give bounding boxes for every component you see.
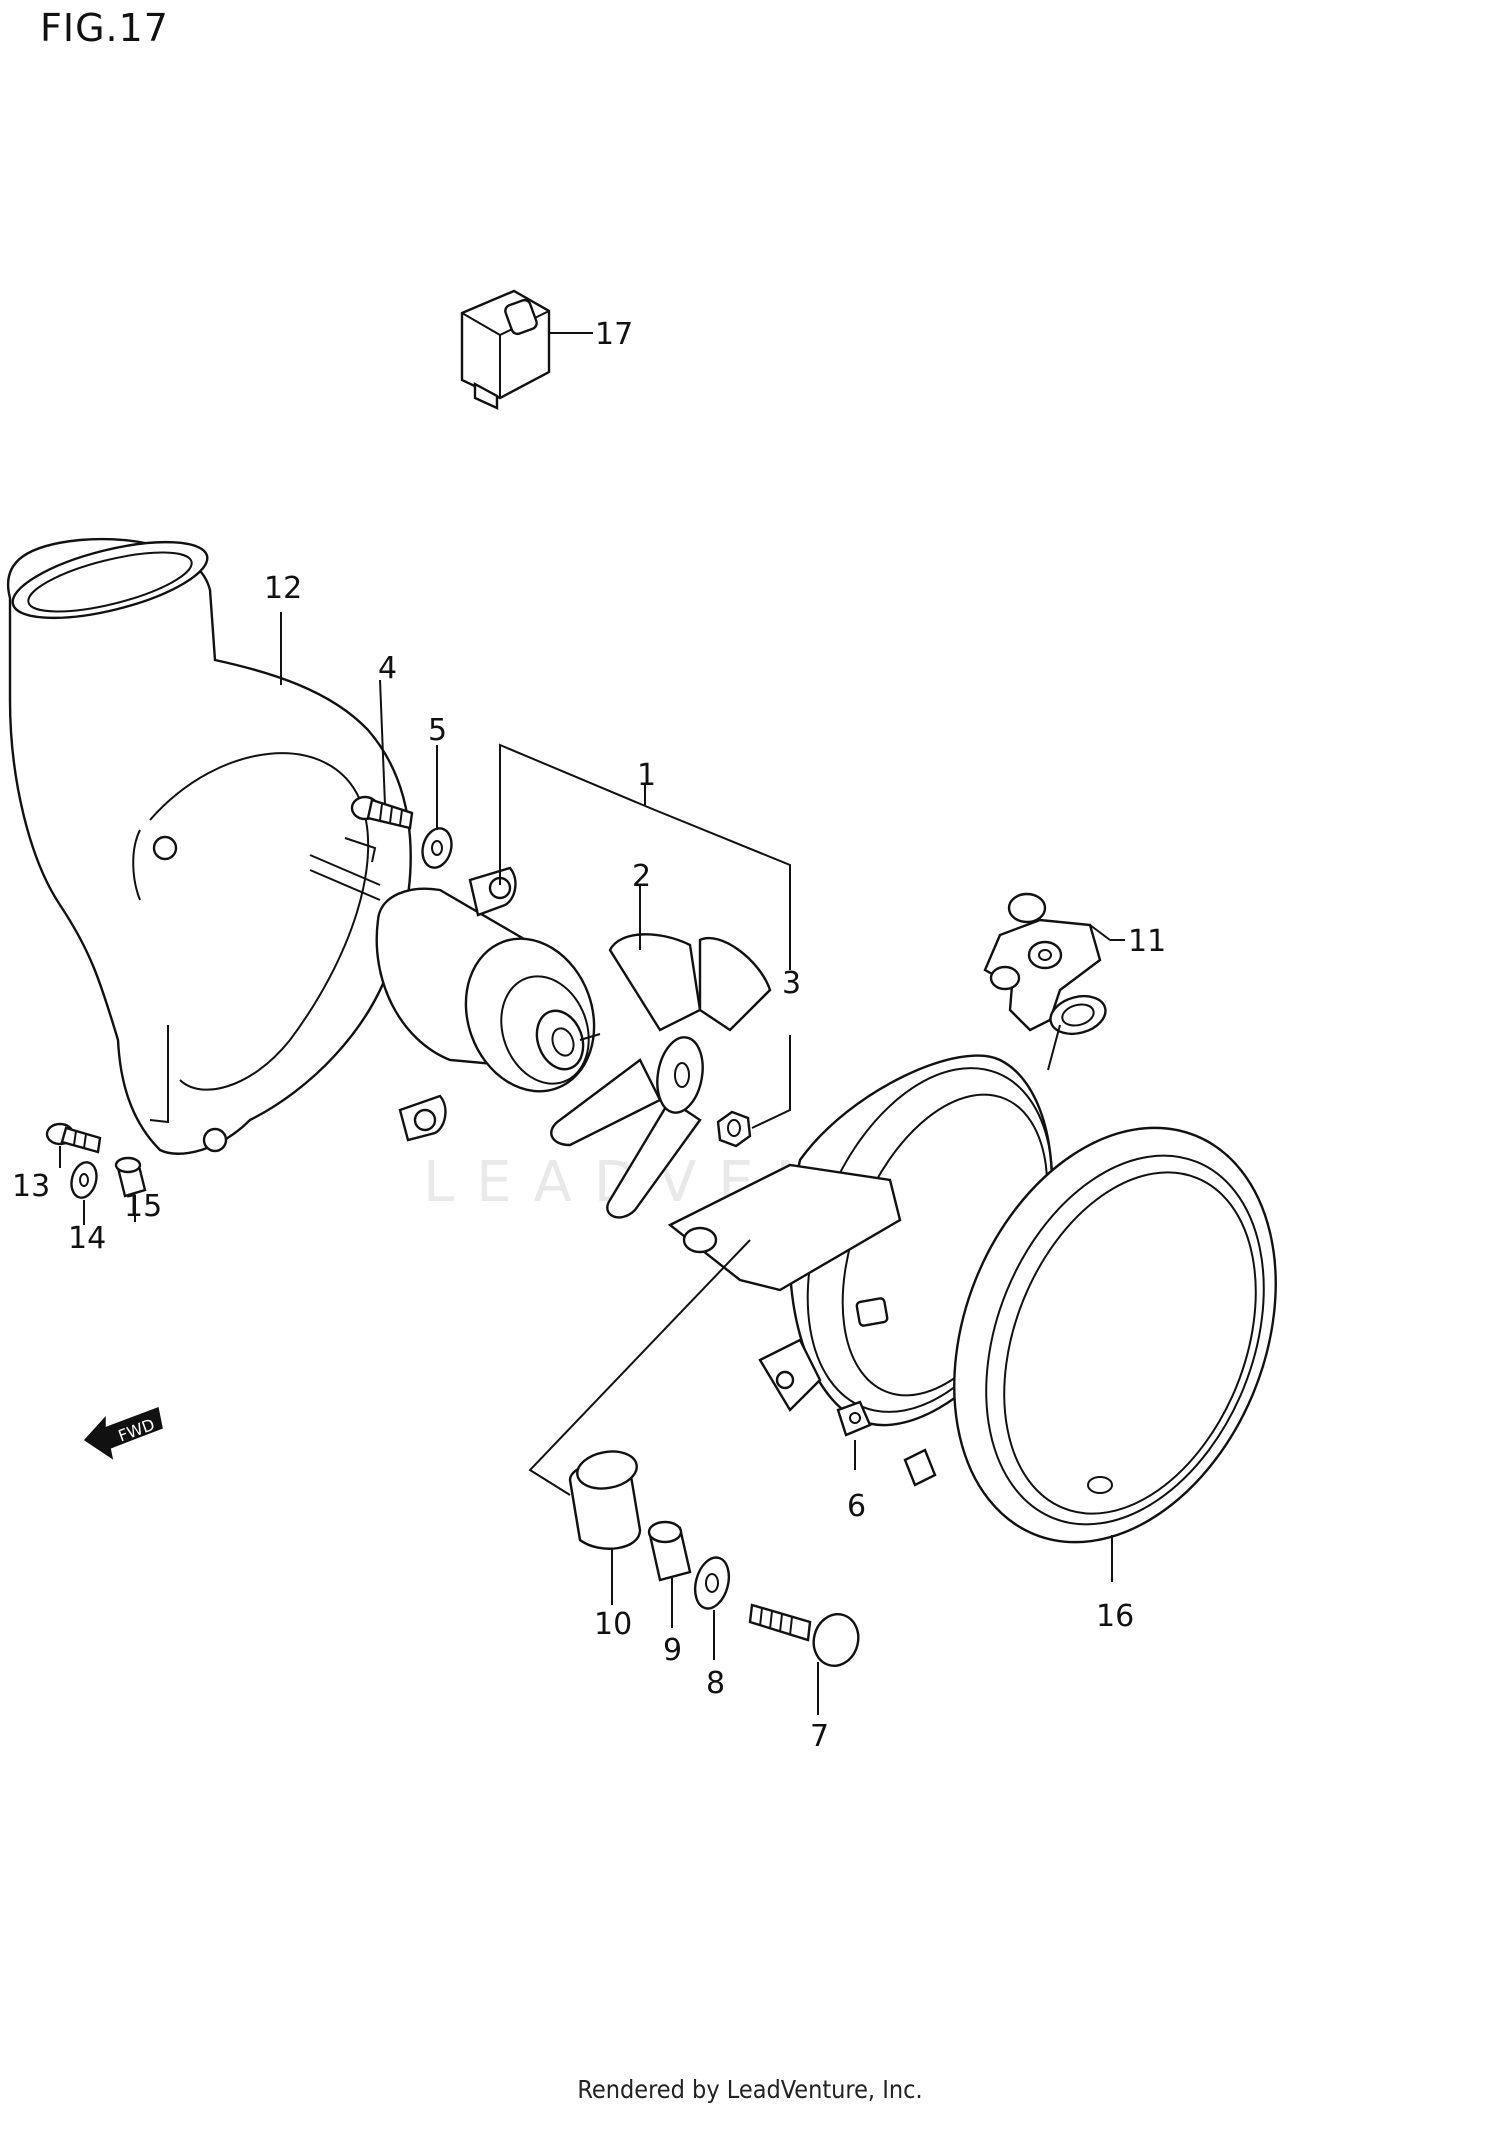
callout-11: 11: [1128, 924, 1166, 959]
fwd-direction-arrow: FWD: [83, 1406, 163, 1460]
part-16-ring-frame: [903, 1126, 1277, 1544]
callout-1: 1: [637, 758, 656, 793]
callout-12: 12: [264, 571, 302, 606]
callout-13: 13: [12, 1169, 50, 1204]
callout-16: 16: [1096, 1599, 1134, 1634]
callout-5: 5: [428, 713, 447, 748]
callout-15: 15: [124, 1189, 162, 1224]
callout-4: 4: [378, 651, 397, 686]
part-8-washer: [693, 1556, 731, 1610]
callout-3: 3: [782, 966, 801, 1001]
credit-footer: Rendered by LeadVenture, Inc.: [577, 2075, 923, 2104]
part-12-cooling-duct: [7, 537, 412, 1155]
part-5-washer: [421, 827, 453, 869]
wire-harness: [309, 854, 381, 901]
callout-9: 9: [663, 1633, 682, 1668]
part-14-washer: [70, 1161, 98, 1199]
fwd-label: FWD: [116, 1415, 158, 1446]
part-4-bolt: [350, 795, 414, 830]
hose-clamp: [1047, 994, 1107, 1071]
callout-labels: 17 12 4 5 1 2 3 11 13 14 15 6 16 10 9 8 …: [12, 317, 1166, 1754]
part-17-connector-cap: [460, 289, 551, 410]
part-1-fan-motor: [375, 866, 601, 1142]
part-10-grommet: [568, 1450, 642, 1550]
callout-14: 14: [68, 1221, 106, 1256]
part-13-bolt: [45, 1122, 102, 1154]
figure-title: FIG.17: [40, 6, 169, 50]
callout-17: 17: [595, 317, 633, 352]
callout-6: 6: [847, 1489, 866, 1524]
callout-8: 8: [706, 1666, 725, 1701]
callout-2: 2: [632, 859, 651, 894]
part-2-fan-blade: [550, 933, 772, 1219]
part-11-bracket: [983, 892, 1111, 1032]
part-6-clip: [836, 1400, 872, 1437]
part-3-nut: [716, 1110, 752, 1148]
leader-lines: [59, 332, 1125, 1715]
part-9-collar: [647, 1520, 692, 1582]
part-15-collar: [114, 1156, 147, 1198]
part-7-bolt: [748, 1603, 860, 1667]
callout-7: 7: [810, 1719, 829, 1754]
callout-10: 10: [594, 1607, 632, 1642]
